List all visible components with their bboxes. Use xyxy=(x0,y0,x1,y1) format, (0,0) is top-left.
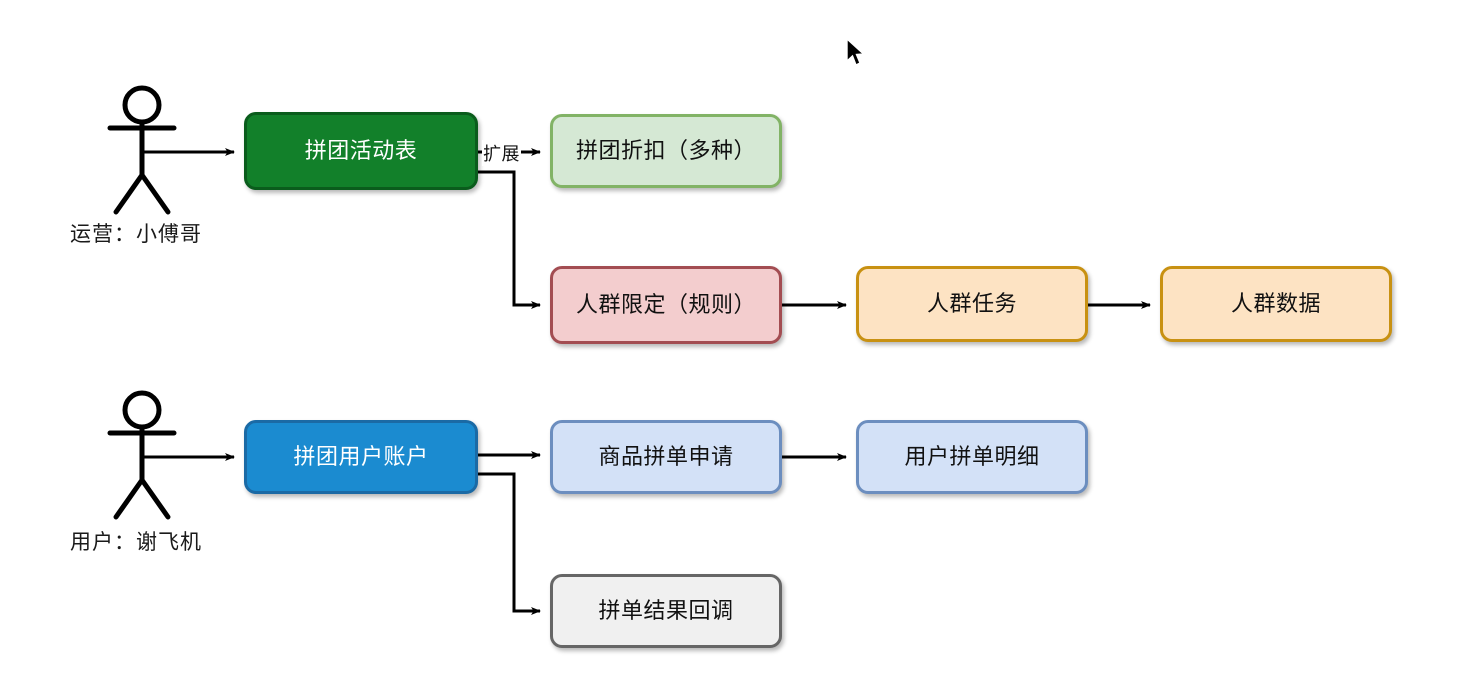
node-label: 商品拼单申请 xyxy=(598,443,734,469)
node-label: 拼单结果回调 xyxy=(598,597,734,623)
actor-label-operations: 运营：小傅哥 xyxy=(70,223,202,246)
node-label: 拼团活动表 xyxy=(304,137,418,163)
mouse-pointer-icon xyxy=(846,38,866,66)
node-crowd-data[interactable]: 人群数据 xyxy=(1160,266,1392,342)
node-product-group-order-apply[interactable]: 商品拼单申请 xyxy=(550,420,782,494)
edge-account-to-callback xyxy=(478,472,541,615)
actor-label-user: 用户：谢飞机 xyxy=(70,531,202,554)
node-user-group-order-detail[interactable]: 用户拼单明细 xyxy=(856,420,1088,494)
node-label: 人群限定（规则） xyxy=(575,291,756,317)
node-label: 人群数据 xyxy=(1230,290,1321,316)
node-label: 拼团用户账户 xyxy=(293,443,429,469)
node-label: 拼团折扣（多种） xyxy=(575,137,756,163)
node-group-user-account[interactable]: 拼团用户账户 xyxy=(244,420,478,494)
stick-figure-icon-user xyxy=(107,390,177,520)
edge-label-extend: 扩展 xyxy=(482,140,521,166)
node-crowd-limit-rule[interactable]: 人群限定（规则） xyxy=(550,266,782,344)
node-label: 用户拼单明细 xyxy=(904,443,1040,469)
node-label: 人群任务 xyxy=(926,290,1017,316)
node-crowd-task[interactable]: 人群任务 xyxy=(856,266,1088,342)
node-group-order-callback[interactable]: 拼单结果回调 xyxy=(550,574,782,648)
edge-activity-table-to-crowd-limit xyxy=(478,170,541,309)
node-group-discount[interactable]: 拼团折扣（多种） xyxy=(550,114,782,188)
stick-figure-icon-operations xyxy=(107,85,177,215)
node-group-activity-table[interactable]: 拼团活动表 xyxy=(244,112,478,190)
